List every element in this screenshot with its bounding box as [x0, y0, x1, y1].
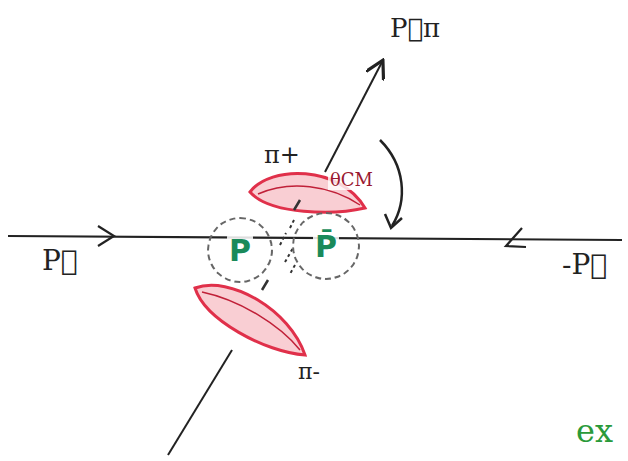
arrow-head — [385, 214, 402, 228]
label: π+ — [262, 142, 302, 168]
label: -P⃗ — [560, 250, 609, 281]
particle-label: P — [227, 234, 253, 267]
pion-lobe — [195, 285, 305, 355]
label: P⃗ — [40, 246, 80, 277]
label: P⃗π — [388, 14, 442, 43]
interaction-dashes — [262, 200, 300, 290]
label: π- — [296, 360, 322, 384]
particle-label: P̄ — [313, 230, 339, 263]
angle-arc — [380, 140, 402, 226]
label: ex — [574, 414, 615, 449]
arrow-head — [98, 226, 114, 246]
pion-lobe — [202, 292, 300, 350]
arrow-head — [506, 228, 526, 247]
momentum-arrow — [168, 350, 232, 455]
particle-circle: P̄ — [292, 212, 360, 280]
label: θCM — [328, 170, 375, 190]
particle-circle: P — [207, 217, 273, 283]
momentum-arrow — [325, 62, 382, 172]
